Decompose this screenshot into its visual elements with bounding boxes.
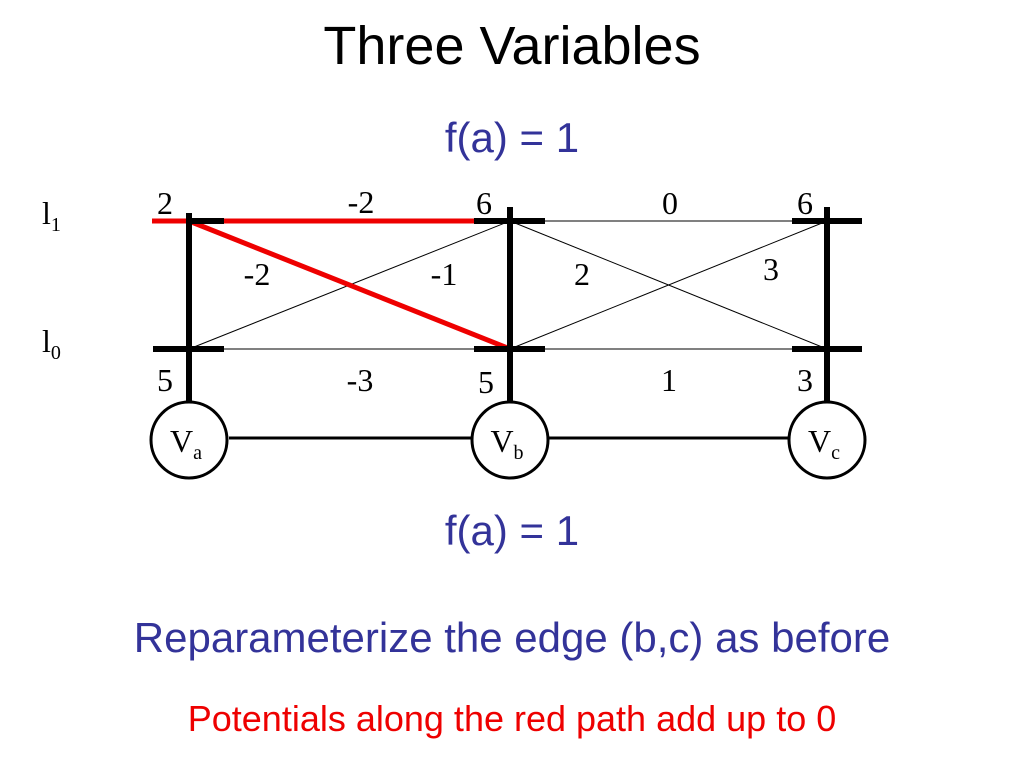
- node-b-label: Vb: [490, 423, 523, 464]
- pairwise-ab-l0-l0: -3: [347, 362, 374, 398]
- f-of-a-top: f(a) = 1: [444, 114, 580, 161]
- unary-a-l1: 2: [157, 185, 173, 221]
- unary-c-l0: 3: [797, 362, 813, 398]
- pairwise-ab-l0-l1: -1: [431, 256, 458, 292]
- label-l1: l1: [42, 195, 61, 236]
- pairwise-bc-l1-l1: 0: [662, 185, 678, 221]
- unary-c-l1: 6: [797, 185, 813, 221]
- label-l0: l0: [42, 323, 61, 364]
- node-b: [470, 400, 550, 480]
- pairwise-ab-l1-l1: -2: [348, 184, 375, 220]
- reparameterize-note: Reparameterize the edge (b,c) as before: [133, 614, 891, 661]
- pairwise-bc-l0-l0: 1: [661, 362, 677, 398]
- slide-title: Three Variables: [323, 16, 701, 76]
- red-path-edge-ab-l1-l0: [188, 218, 511, 352]
- pairwise-bc-l0-l1: 3: [763, 251, 779, 287]
- red-path-note: Potentials along the red path add up to …: [187, 698, 837, 739]
- node-c: [787, 400, 867, 480]
- unary-b-l0: 5: [478, 364, 494, 400]
- f-of-a-bottom: f(a) = 1: [444, 507, 580, 554]
- node-a-label: Va: [170, 423, 202, 464]
- node-c-label: Vc: [808, 423, 840, 464]
- edge-bc-l0-l1: [509, 220, 828, 350]
- unary-a-l0: 5: [157, 362, 173, 398]
- pairwise-bc-l1-l0: 2: [574, 256, 590, 292]
- unary-b-l1: 6: [476, 185, 492, 221]
- pairwise-ab-l1-l0: -2: [244, 256, 271, 292]
- node-a: [149, 400, 229, 480]
